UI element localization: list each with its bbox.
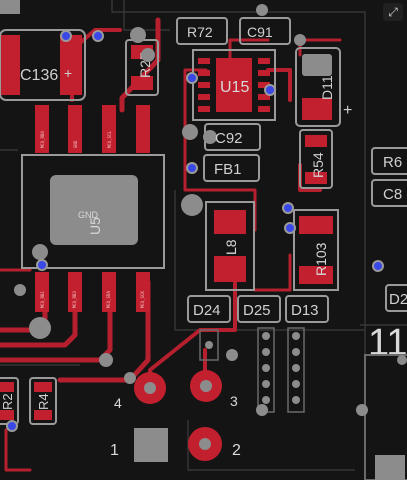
label-r72: R72 [187, 24, 213, 40]
pin-label-2: 2 [232, 442, 241, 459]
component-l8[interactable]: L8 [205, 201, 255, 291]
component-c91[interactable]: C91 [239, 17, 291, 45]
component-c92[interactable]: C92 [203, 123, 261, 151]
label-u5: U5 [87, 217, 103, 235]
component-d11[interactable]: D11 + [295, 47, 352, 127]
plus-mark-d11: + [343, 102, 352, 119]
label-d11: D11 [319, 75, 335, 100]
component-c136[interactable]: C136 + [0, 29, 86, 101]
label-c136: C136 [20, 67, 58, 84]
svg-text:MCU_SDA: MCU_SDA [106, 291, 111, 308]
connector-pin-1[interactable] [134, 428, 168, 462]
label-c8: C8 [383, 186, 402, 203]
component-d13[interactable]: D13 [285, 295, 329, 323]
label-c92: C92 [215, 130, 243, 147]
svg-text:MCU_RB0: MCU_RB0 [40, 131, 45, 148]
component-r54[interactable]: R54 [299, 129, 333, 189]
label-d13: D13 [291, 302, 319, 319]
component-d24[interactable]: D24 [187, 295, 231, 323]
component-u15[interactable]: U15 [192, 49, 276, 121]
component-r6[interactable]: R6 [371, 147, 407, 175]
vias [6, 30, 384, 432]
label-d25: D25 [243, 302, 271, 319]
svg-text:MCU_RB1: MCU_RB1 [40, 291, 45, 308]
component-c8[interactable]: C8 [371, 179, 407, 207]
label-gnd: GND [78, 210, 99, 220]
label-l8: L8 [223, 239, 239, 255]
component-d2[interactable]: D2 [385, 284, 407, 312]
svg-text:MCU_RB3: MCU_RB3 [72, 291, 77, 308]
label-r2: R2 [0, 393, 15, 410]
connector-4pin[interactable]: 4 3 1 2 [110, 370, 241, 462]
label-c91: C91 [247, 24, 273, 40]
component-u5[interactable]: MCU_RB0 GND MCU_SCL MCU_RB3 MCU_SDA MCU_… [21, 105, 165, 312]
label-d2: D2 [389, 291, 407, 308]
expand-icon[interactable]: ⤢ [383, 3, 403, 21]
label-u15: U15 [220, 79, 249, 96]
svg-text:GND: GND [73, 140, 78, 148]
component-r2[interactable]: R2 [0, 377, 19, 425]
pin-label-4: 4 [114, 395, 122, 411]
svg-text:MCU_SCK: MCU_SCK [140, 291, 145, 308]
pin-label-1: 1 [110, 442, 119, 459]
plus-mark: + [64, 65, 72, 81]
component-r72[interactable]: R72 [176, 17, 228, 45]
label-r103: R103 [313, 242, 329, 276]
label-d24: D24 [193, 302, 221, 319]
through-hole-pads [0, 0, 407, 416]
label-r4: R4 [36, 393, 51, 410]
component-r103[interactable]: R103 [293, 209, 339, 291]
pin-label-3: 3 [230, 393, 238, 409]
svg-text:MCU_SCL: MCU_SCL [107, 131, 112, 148]
label-r54: R54 [310, 152, 326, 178]
label-fb1: FB1 [214, 161, 242, 178]
diode-columns [199, 327, 305, 413]
label-r6: R6 [383, 154, 402, 171]
component-fb1[interactable]: FB1 [203, 154, 260, 182]
edge-connector [364, 354, 407, 480]
component-d25[interactable]: D25 [237, 295, 281, 323]
component-r4[interactable]: R4 [29, 377, 57, 425]
